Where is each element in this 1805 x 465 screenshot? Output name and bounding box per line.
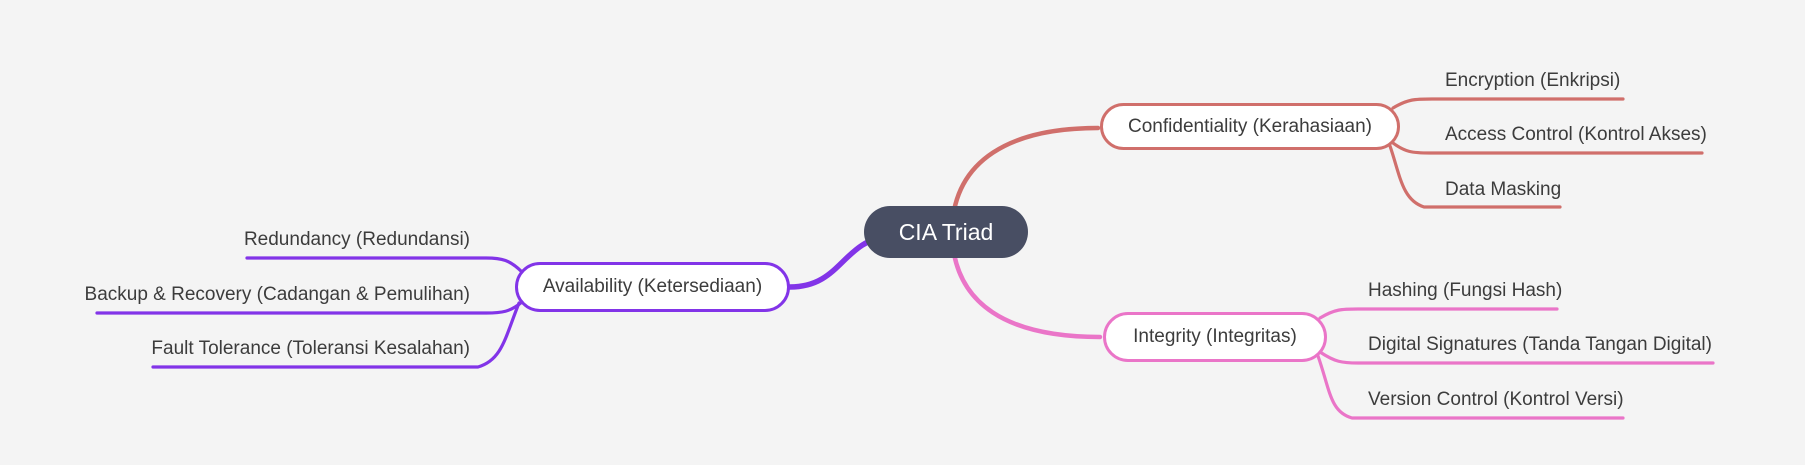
leaf-version-control[interactable]: Version Control (Kontrol Versi): [1368, 389, 1624, 410]
leaf-fault-tolerance[interactable]: Fault Tolerance (Toleransi Kesalahan): [151, 338, 470, 359]
link-integrity-hashing: [1318, 307, 1559, 320]
leaf-redundancy[interactable]: Redundancy (Redundansi): [243, 229, 470, 250]
link-integrity-digital-signatures: [1318, 350, 1715, 365]
node-confidentiality[interactable]: Confidentiality (Kerahasiaan): [1100, 103, 1400, 150]
link-availability-fault-tolerance: [151, 301, 521, 369]
link-root-integrity: [949, 233, 1103, 340]
node-root-cia-triad[interactable]: CIA Triad: [864, 206, 1028, 258]
leaf-digital-signatures[interactable]: Digital Signatures (Tanda Tangan Digital…: [1368, 334, 1712, 355]
link-availability-redundancy: [245, 256, 524, 274]
link-confidentiality-encryption: [1391, 97, 1625, 110]
link-confidentiality-access-control: [1391, 141, 1704, 155]
leaf-backup-recovery[interactable]: Backup & Recovery (Cadangan & Pemulihan): [84, 284, 470, 305]
leaf-access-control[interactable]: Access Control (Kontrol Akses): [1445, 124, 1707, 145]
link-integrity-version-control: [1316, 354, 1625, 420]
link-confidentiality-data-masking: [1388, 144, 1562, 209]
node-integrity[interactable]: Integrity (Integritas): [1103, 312, 1327, 362]
leaf-hashing[interactable]: Hashing (Fungsi Hash): [1368, 280, 1563, 301]
leaf-data-masking[interactable]: Data Masking: [1445, 179, 1562, 200]
link-root-confidentiality: [949, 125, 1101, 231]
leaf-encryption[interactable]: Encryption (Enkripsi): [1445, 70, 1621, 91]
node-availability[interactable]: Availability (Ketersediaan): [515, 262, 790, 312]
